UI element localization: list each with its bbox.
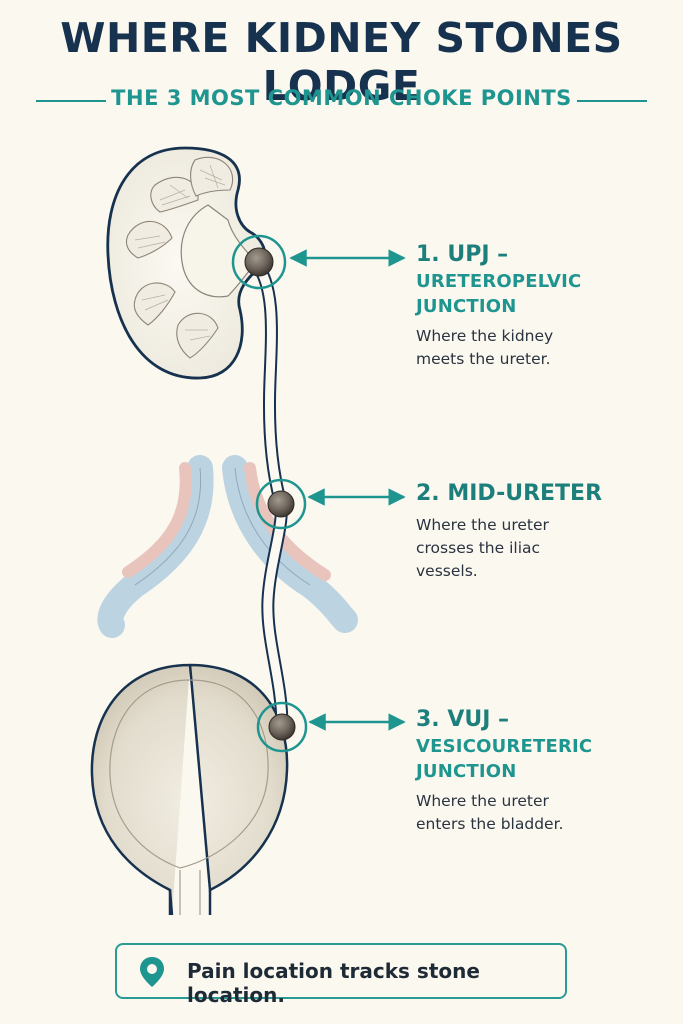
footer-note: Pain location tracks stone location. [115, 943, 567, 1007]
subtitle-rule-right [577, 100, 647, 102]
callout-vuj: 3. VUJ – VESICOURETERIC JUNCTION Where t… [416, 705, 671, 836]
callout-mid-ureter-heading: 2. MID-URETER [416, 481, 603, 506]
callout-mid-ureter: 2. MID-URETER Where the ureter crosses t… [416, 479, 671, 583]
callout-vuj-subheading: VESICOURETERIC JUNCTION [416, 736, 593, 782]
subtitle-rule-left [36, 100, 106, 102]
footer-note-text: Pain location tracks stone location. [187, 959, 480, 1007]
location-pin-icon [140, 957, 164, 987]
subtitle-row: THE 3 MOST COMMON CHOKE POINTS [0, 86, 683, 116]
kidney [106, 146, 267, 380]
callout-vuj-heading: 3. VUJ – [416, 707, 510, 732]
stone-mid-ureter [255, 478, 307, 530]
stone-vuj [256, 701, 308, 753]
callout-mid-ureter-description: Where the ureter crosses the iliac vesse… [416, 516, 549, 580]
bladder [90, 663, 289, 916]
callout-vuj-description: Where the ureter enters the bladder. [416, 792, 564, 833]
page-title: WHERE KIDNEY STONES LODGE [60, 14, 623, 110]
subtitle: THE 3 MOST COMMON CHOKE POINTS [111, 86, 572, 110]
iliac-vessels [97, 455, 358, 638]
callout-upj-subheading: URETEROPELVIC JUNCTION [416, 271, 582, 317]
callout-upj: 1. UPJ – URETEROPELVIC JUNCTION Where th… [416, 240, 671, 371]
callout-upj-heading: 1. UPJ – [416, 242, 509, 267]
callout-upj-description: Where the kidney meets the ureter. [416, 327, 554, 368]
stone-upj [231, 234, 287, 290]
